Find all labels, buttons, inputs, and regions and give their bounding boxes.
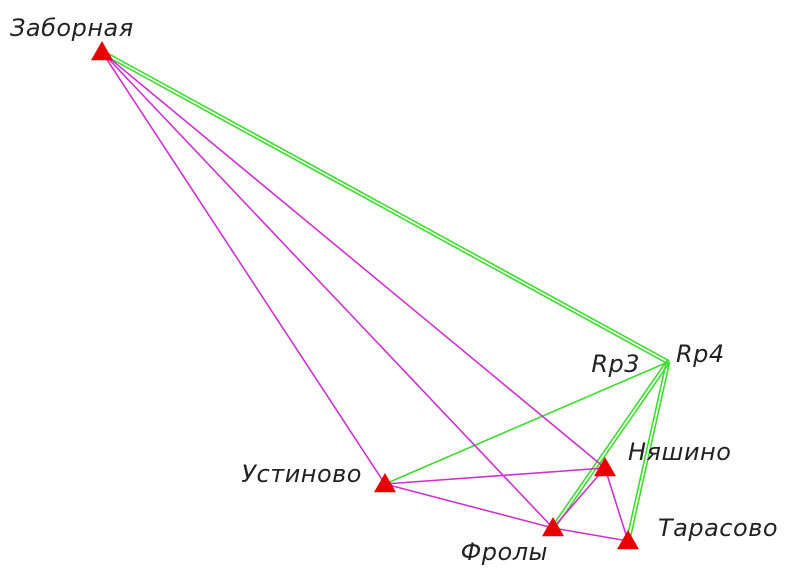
link-zabornaya-frolly bbox=[101, 51, 554, 529]
station-marker-tarasovo bbox=[617, 530, 639, 550]
station-label-tarasovo: Тарасово bbox=[658, 514, 778, 542]
link-ustinovo-rp4 bbox=[384, 361, 669, 485]
link-frolly-tarasovo bbox=[552, 527, 629, 542]
links-layer bbox=[100, 49, 671, 543]
station-label-frolly: Фролы bbox=[461, 538, 548, 566]
link-nyashino-tarasovo bbox=[604, 467, 629, 542]
station-label-nyashino: Няшино bbox=[628, 438, 731, 466]
link-frolly-nyashino bbox=[552, 467, 606, 529]
link-frolly-rp4-b bbox=[550, 360, 668, 528]
link-tarasovo-rp4-a bbox=[628, 361, 671, 543]
station-label-zabornaya: Заборная bbox=[10, 14, 134, 42]
link-zabornaya-nyashino bbox=[101, 51, 606, 469]
link-zabornaya-rp4-a bbox=[100, 52, 669, 365]
station-label-ustinovo: Устиново bbox=[241, 460, 362, 488]
link-frolly-rp4-a bbox=[553, 362, 671, 530]
station-marker-nyashino bbox=[594, 457, 616, 477]
link-ustinovo-frolly bbox=[384, 483, 554, 529]
station-label-rp4: Rp4 bbox=[676, 340, 725, 368]
link-zabornaya-ustinovo bbox=[101, 51, 386, 485]
link-ustinovo-nyashino bbox=[384, 467, 606, 485]
link-tarasovo-rp4-b bbox=[625, 360, 668, 542]
station-label-rp3: Rp3 bbox=[591, 350, 640, 378]
markers-layer bbox=[91, 41, 639, 550]
link-zabornaya-rp4-b bbox=[101, 49, 670, 362]
station-marker-frolly bbox=[542, 517, 564, 537]
station-marker-ustinovo bbox=[374, 473, 396, 493]
station-marker-zabornaya bbox=[91, 41, 113, 61]
